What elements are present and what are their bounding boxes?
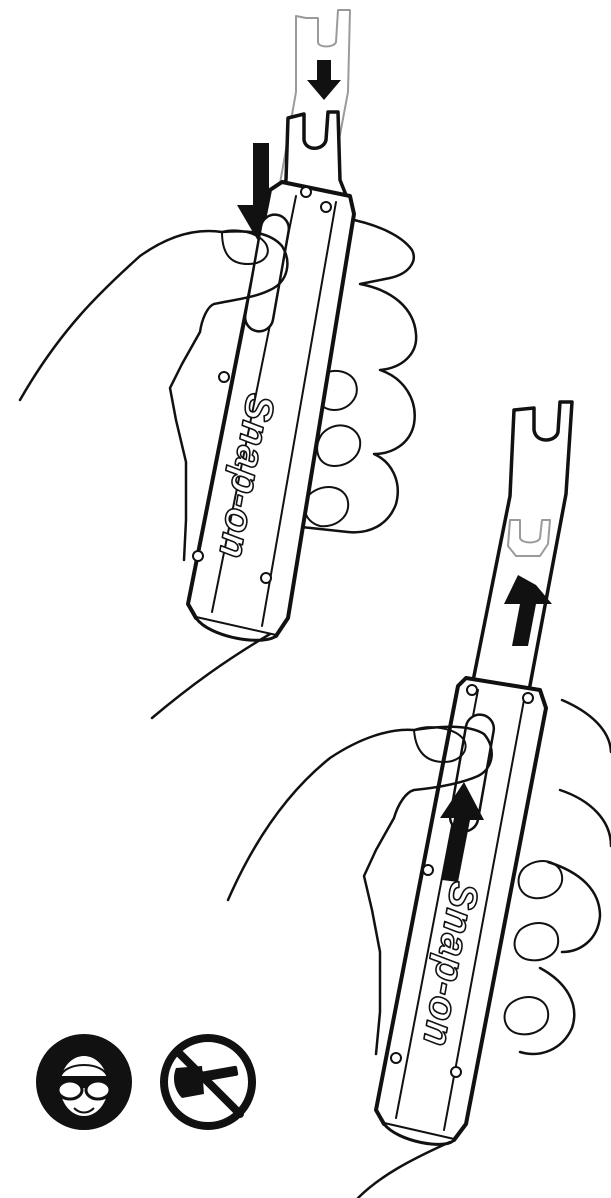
no-hammer-icon [164,1038,252,1126]
fingernail [505,997,549,1034]
wrist [152,634,270,718]
fingernail [519,861,563,898]
tool-body: Snap-on [376,678,546,1144]
eye-protection-icon [36,1034,132,1130]
fingernail [515,923,559,960]
step-push-down: Snap-on [20,10,416,718]
wrist [358,1142,450,1198]
